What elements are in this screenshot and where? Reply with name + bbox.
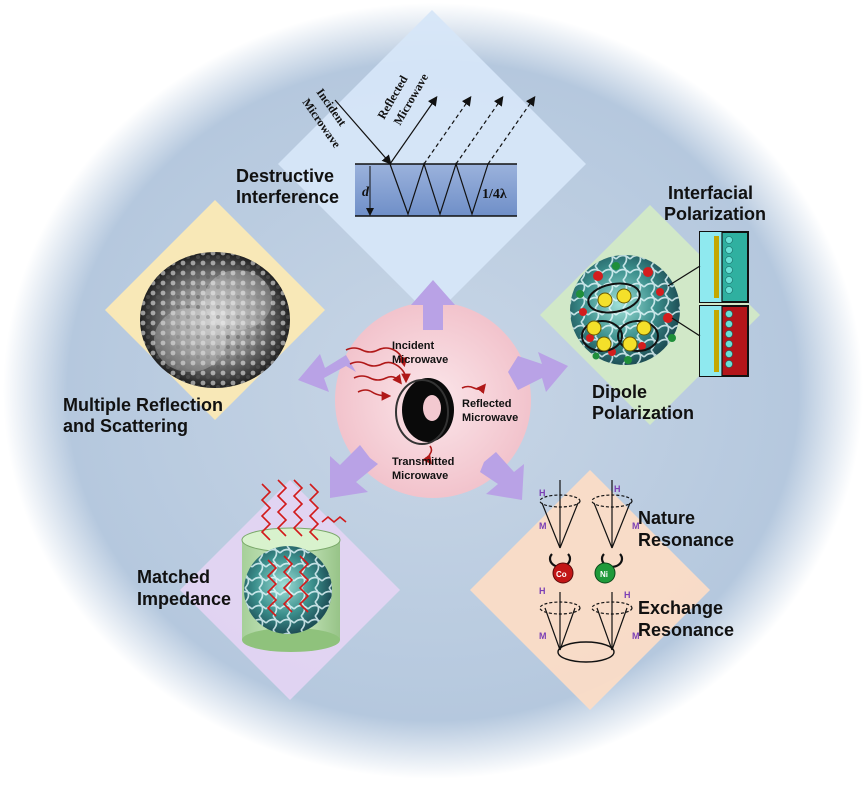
diamond-resonance bbox=[470, 470, 710, 710]
h-label-2: H bbox=[614, 484, 621, 494]
arrow-left bbox=[298, 354, 356, 392]
multiple-label-1: Multiple Reflection bbox=[63, 395, 223, 415]
interfacial-label-1: Interfacial bbox=[668, 183, 753, 203]
absorber-layer bbox=[355, 164, 517, 216]
exchange-label-2: Resonance bbox=[638, 620, 734, 640]
center-incident-waves bbox=[345, 347, 487, 465]
sem-image bbox=[140, 252, 290, 388]
quarter-wavelength-label: 1/4λ bbox=[482, 187, 507, 202]
destructive-label-1: Destructive bbox=[236, 166, 334, 186]
impedance-cylinder bbox=[241, 479, 347, 652]
interfacial-panels bbox=[667, 231, 749, 377]
m-label-2: M bbox=[632, 521, 640, 531]
m-label-4: M bbox=[632, 631, 640, 641]
center-reflected-label-2: Microwave bbox=[462, 412, 518, 424]
arrow-down-left bbox=[330, 445, 378, 498]
arrow-right bbox=[508, 352, 568, 392]
m-label-3: M bbox=[539, 631, 547, 641]
center-transmitted-label-1: Transmitted bbox=[392, 456, 454, 468]
center-incident-label-2: Microwave bbox=[392, 354, 448, 366]
dipole-label-1: Dipole bbox=[592, 382, 647, 402]
center-reflected-label-1: Reflected bbox=[462, 398, 512, 410]
thickness-d-label: d bbox=[362, 185, 370, 200]
direction-arrows bbox=[298, 280, 568, 500]
impedance-label-2: Impedance bbox=[137, 589, 231, 609]
interfacial-label-2: Polarization bbox=[664, 204, 766, 224]
h-label-4: H bbox=[624, 590, 631, 600]
exchange-label-1: Exchange bbox=[638, 598, 723, 618]
h-label-3: H bbox=[539, 586, 546, 596]
resonance-diagram bbox=[539, 480, 633, 663]
m-label-1: M bbox=[539, 521, 547, 531]
destructive-label-2: Interference bbox=[236, 187, 339, 207]
ring-absorber bbox=[395, 378, 454, 445]
arrow-down-right bbox=[480, 452, 524, 500]
h-label-1: H bbox=[539, 488, 546, 498]
dipole-label-2: Polarization bbox=[592, 403, 694, 423]
ni-label: Ni bbox=[600, 570, 608, 579]
multiple-label-2: and Scattering bbox=[63, 416, 188, 436]
arrow-up bbox=[411, 280, 455, 330]
center-incident-label-1: Incident bbox=[392, 340, 435, 352]
destructive-interference-panel: d 1/4λ Incident Microwave Reflected Micr… bbox=[300, 70, 536, 217]
dipole-sphere bbox=[570, 255, 680, 365]
cobalt-atom bbox=[552, 562, 574, 584]
nature-label-2: Resonance bbox=[638, 530, 734, 550]
co-label: Co bbox=[556, 570, 567, 579]
nature-label-1: Nature bbox=[638, 508, 695, 528]
impedance-label-1: Matched bbox=[137, 567, 210, 587]
nickel-atom bbox=[594, 562, 616, 584]
center-transmitted-label-2: Microwave bbox=[392, 470, 448, 482]
